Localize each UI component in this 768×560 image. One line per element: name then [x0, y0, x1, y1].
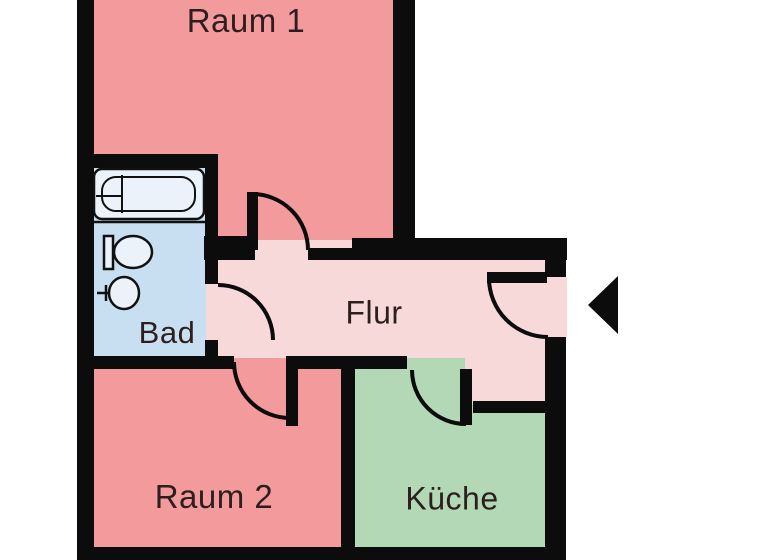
wall-raum1-right — [393, 0, 415, 250]
door-leaf-kueche — [460, 369, 472, 425]
wall-outer-right-upper — [545, 238, 566, 277]
wall-bad-right-upper — [205, 154, 218, 284]
room-label-kueche: Küche — [405, 480, 499, 517]
door-leaf-entrance — [487, 272, 547, 283]
room-flur-nook — [465, 240, 547, 404]
wall-flur-top-mid — [308, 248, 352, 260]
wall-raum2-kueche — [341, 356, 355, 560]
wall-flur-top-left — [204, 236, 255, 260]
wall-outer-left — [77, 0, 94, 560]
door-leaf-raum1 — [247, 192, 258, 250]
wall-flur-top-right — [352, 238, 567, 260]
room-label-flur: Flur — [345, 294, 403, 331]
entrance-door-gap — [547, 277, 567, 337]
room-label-raum2: Raum 2 — [154, 478, 274, 515]
wall-outer-bottom — [77, 547, 566, 560]
wall-bad-right-lower — [205, 340, 218, 360]
room-label-bad: Bad — [138, 315, 196, 350]
door-leaf-raum2 — [286, 356, 298, 426]
wall-flur-bottom-left — [77, 356, 234, 369]
room-raum2 — [94, 350, 346, 558]
wall-outer-right-lower — [545, 337, 566, 560]
room-label-raum1: Raum 1 — [186, 2, 306, 39]
entrance-arrow-icon — [588, 276, 618, 334]
wall-nook-bottom — [473, 401, 547, 413]
wall-bad-top — [77, 154, 218, 168]
